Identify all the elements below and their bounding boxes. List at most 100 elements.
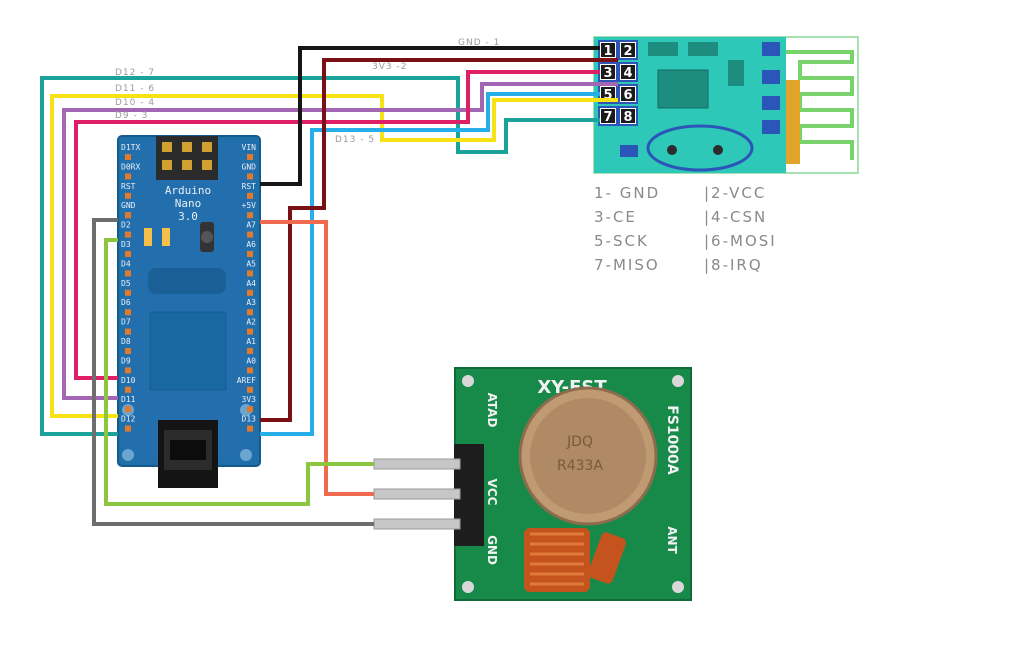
nano-pin-pad — [247, 425, 253, 432]
wire-d12 — [40, 76, 600, 436]
nano-pin-label: A6 — [246, 240, 256, 249]
wire-label-gnd: GND - 1 — [458, 38, 500, 48]
nrf-pin-fill — [601, 65, 615, 79]
wire-d9 — [74, 70, 600, 380]
nano-pin-pad — [247, 367, 253, 374]
copper-coil-2 — [587, 532, 627, 584]
nano-title-3: 3.0 — [178, 210, 198, 223]
nano-pin-pad — [125, 425, 131, 432]
fs1000a-part: FS1000A — [664, 405, 680, 475]
nano-pin-label: D8 — [121, 337, 131, 346]
nano-pin-label: D2 — [121, 221, 131, 230]
nrf-pin-fill — [601, 109, 615, 123]
legend-left: 7-MISO — [594, 256, 660, 274]
pin-data — [373, 458, 461, 470]
nano-pin-label: D9 — [121, 356, 131, 365]
nano-pin-label: D11 — [121, 395, 136, 404]
nano-pin-pad — [247, 406, 253, 413]
copper-coil-1 — [524, 528, 590, 592]
nano-pin-pad — [125, 367, 131, 374]
nano-pin-label: D3 — [121, 240, 131, 249]
nrf-pin-number: 5 — [603, 88, 612, 103]
pin-label-data: ATAD — [485, 393, 499, 428]
nano-pin-pad — [247, 231, 253, 238]
arduino-nano-board: Arduino Nano 3.0 D1TXD0RXRSTGNDD2D3D4D5D… — [117, 135, 261, 488]
nano-pin-label: VIN — [242, 143, 257, 152]
nano-pin-pad — [247, 328, 253, 335]
fs1000a-transmitter: XY-FST FS1000A ATAD VCC GND ANT JDQ R433… — [373, 367, 692, 601]
legend-left: 5-SCK — [594, 232, 649, 250]
legend-left: 3-CE — [594, 208, 637, 226]
nano-pin-label: D4 — [121, 259, 131, 268]
pin-label-vcc: VCC — [485, 479, 499, 506]
nano-pin-label: A5 — [246, 259, 256, 268]
nano-pin-label: D0RX — [121, 162, 140, 171]
nano-pin-pad — [247, 289, 253, 296]
nano-pin-pad — [125, 192, 131, 199]
nrf-pin-number: 4 — [623, 66, 632, 81]
legend-right: |4-CSN — [704, 208, 767, 226]
wire-gnd — [260, 46, 600, 186]
nano-pin-pad — [125, 173, 131, 180]
nrf-pin-number: 2 — [623, 44, 632, 59]
pin-label-gnd: GND — [485, 535, 499, 565]
nano-pin-label: D6 — [121, 298, 131, 307]
wire-label-d9: D9 - 3 — [115, 111, 148, 121]
can-label-1: JDQ — [566, 434, 593, 450]
nrf-pin-fill — [621, 87, 635, 101]
nano-pin-pad — [125, 348, 131, 354]
nano-pin-label: A2 — [246, 318, 256, 327]
legend-right: |8-IRQ — [704, 256, 763, 274]
nano-pin-pad — [247, 309, 253, 316]
nano-pin-label: +5V — [242, 201, 257, 210]
nano-pin-pad — [247, 192, 253, 199]
nano-pin-pad — [125, 328, 131, 335]
nano-pin-label: A0 — [246, 356, 256, 365]
nano-pin-label: D5 — [121, 279, 131, 288]
legend-right: |6-MOSI — [704, 232, 777, 250]
wire-label-3v3: 3V3 -2 — [372, 62, 407, 72]
wire-d11 — [50, 94, 618, 418]
nano-pin-label: A7 — [246, 221, 256, 230]
legend-right: |2-VCC — [704, 184, 766, 202]
nano-chip-top — [148, 268, 226, 294]
can-label-2: R433A — [557, 458, 603, 474]
nano-title-2: Nano — [175, 197, 202, 210]
nrf24-pin-legend: 1- GND|2-VCC3-CE|4-CSN5-SCK|6-MOSI7-MISO… — [594, 184, 777, 274]
nano-pin-label: 3V3 — [242, 395, 257, 404]
nano-pin-pad — [125, 251, 131, 257]
nano-pin-label: D1TX — [121, 143, 140, 152]
wire-label-d12: D12 - 7 — [115, 68, 155, 78]
nano-pin-label: A4 — [246, 279, 256, 288]
nano-pin-label: GND — [121, 201, 136, 210]
nano-pin-pad — [247, 251, 253, 257]
nano-pin-label: GND — [242, 162, 257, 171]
pin-vcc — [373, 488, 461, 500]
nrf-pin-number: 8 — [623, 110, 632, 125]
nano-pin-label: A3 — [246, 298, 256, 307]
nano-pin-pad — [125, 231, 131, 238]
wires — [40, 46, 618, 526]
nrf-pin-fill — [601, 87, 615, 101]
nano-pin-pad — [247, 154, 253, 160]
nano-pin-pad — [125, 212, 131, 219]
nano-pin-pad — [247, 386, 253, 393]
nano-pin-label: D13 — [242, 415, 257, 424]
nrf-pin-fill — [621, 43, 635, 57]
wire-5v — [260, 220, 374, 496]
nrf-pin-number: 3 — [603, 66, 612, 81]
nano-pin-label: D7 — [121, 318, 131, 327]
nano-pin-pad — [125, 270, 131, 277]
wire-d13 — [260, 92, 600, 436]
nrf-pin-number: 7 — [603, 110, 612, 125]
wire-d10 — [62, 82, 618, 400]
wire-gnd-tx — [92, 218, 374, 526]
nano-chip-main — [149, 311, 227, 391]
nano-pin-label: A1 — [246, 337, 256, 346]
nano-pin-pad — [125, 154, 131, 160]
nano-pin-pad — [125, 289, 131, 296]
